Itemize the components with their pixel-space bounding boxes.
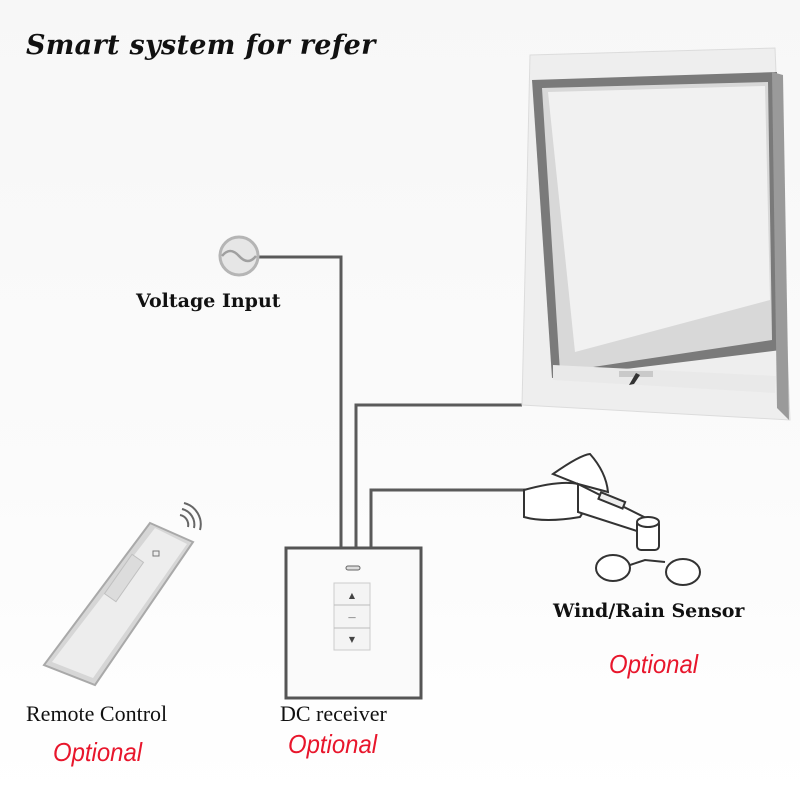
wind-rain-sensor-optional: Optional xyxy=(609,649,699,679)
wires xyxy=(258,255,526,548)
remote-control-optional: Optional xyxy=(53,737,143,767)
wire-sensor xyxy=(369,488,526,548)
wire-voltage xyxy=(258,255,343,548)
wall-switch-icon xyxy=(284,546,423,700)
dc-up-button-glyph: ▲ xyxy=(349,591,356,600)
dc-stop-button-glyph: — xyxy=(348,613,356,622)
diagram-title: Smart system for refer xyxy=(26,30,376,61)
voltage-input-label: Voltage Input xyxy=(136,290,281,312)
awning-window-icon xyxy=(521,47,791,421)
ac-power-source-icon xyxy=(218,235,260,277)
wind-rain-sensor-label: Wind/Rain Sensor xyxy=(553,600,745,622)
remote-control-icon xyxy=(42,502,202,687)
dc-receiver-optional: Optional xyxy=(288,729,378,759)
dc-down-button-glyph: ▼ xyxy=(349,635,356,644)
anemometer-sensor-icon xyxy=(523,452,701,586)
dc-receiver-label: DC receiver xyxy=(280,701,387,726)
remote-control-label: Remote Control xyxy=(26,701,168,726)
wire-window xyxy=(354,403,522,548)
